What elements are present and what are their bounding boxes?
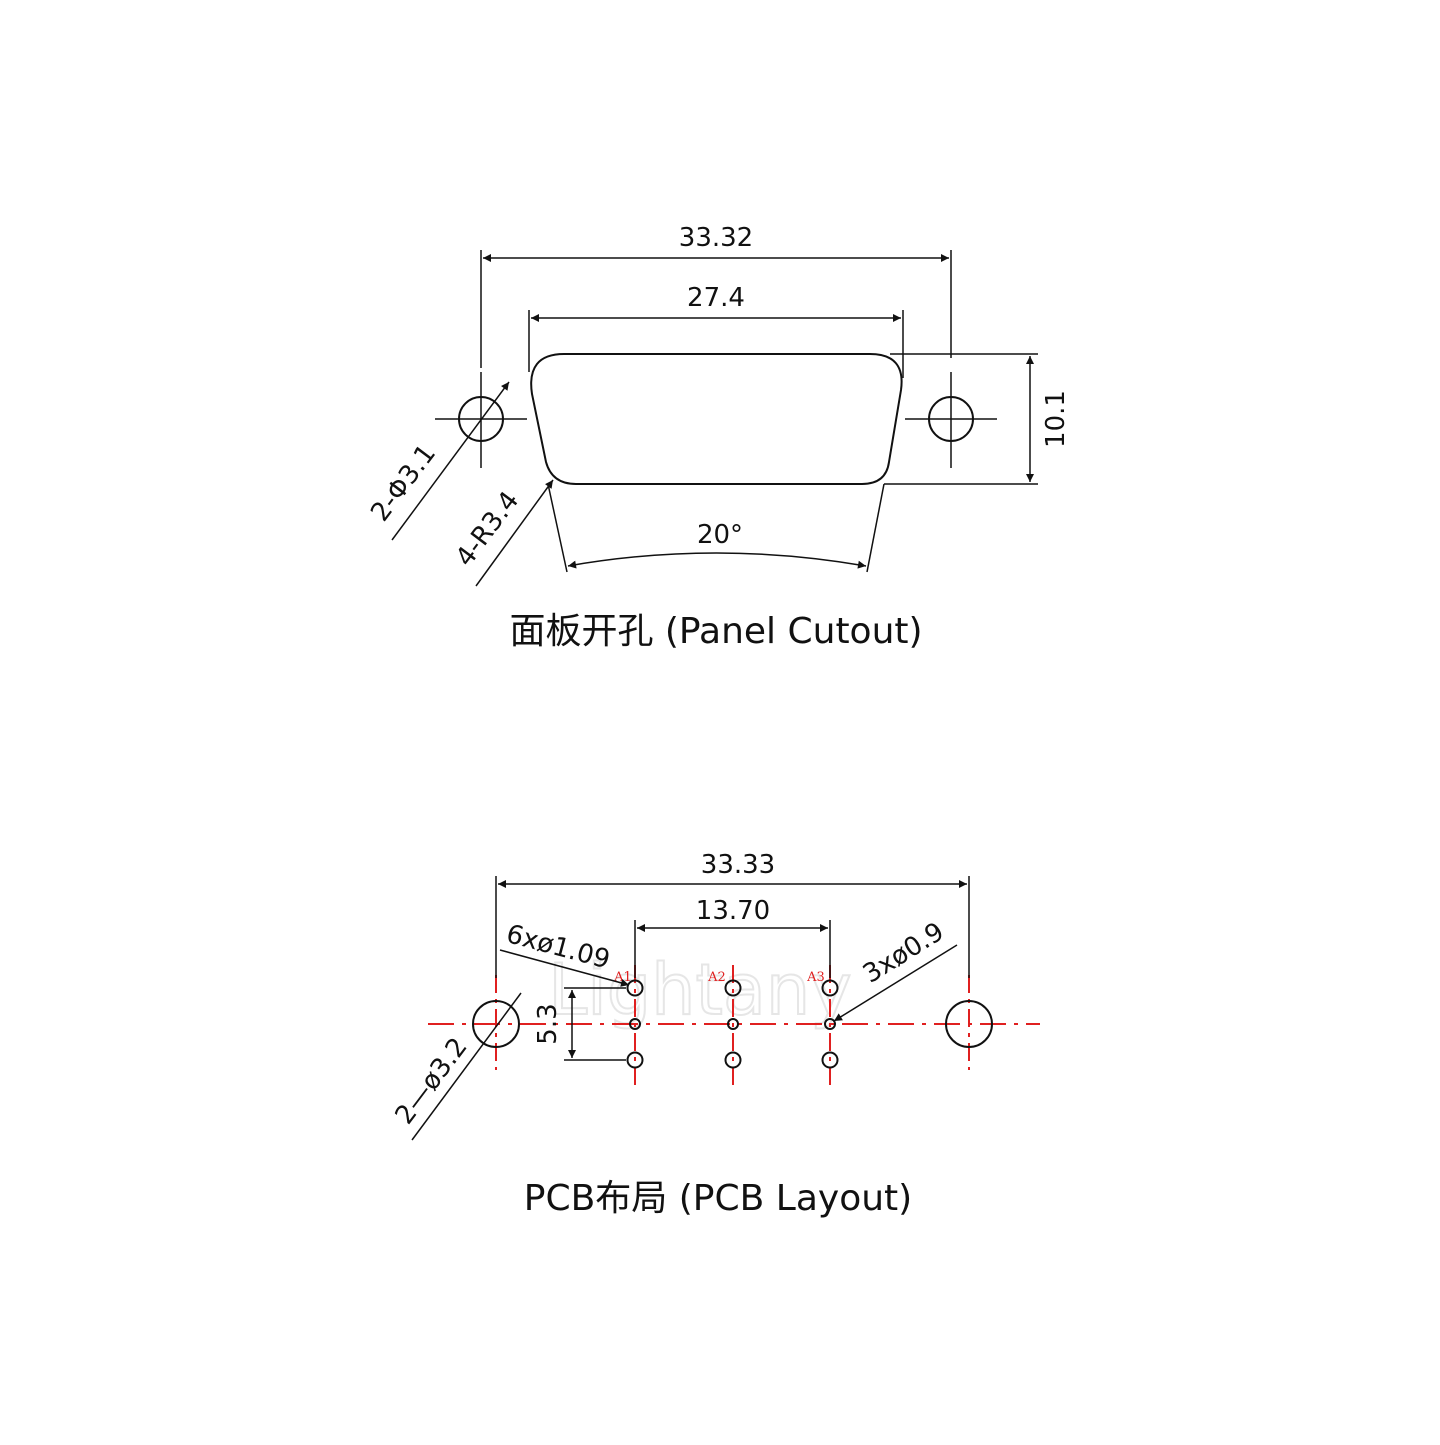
pcb-mounting-hole-right xyxy=(945,1000,993,1048)
panel-angle-ext-left xyxy=(547,483,568,573)
pin-label-a2: A2 xyxy=(707,970,726,985)
pcb-dim-overall-label: 33.33 xyxy=(701,850,775,880)
pcb-center-pins-leader xyxy=(833,944,958,1022)
panel-dim-overall-label: 33.32 xyxy=(679,223,753,253)
panel-radius-leader xyxy=(475,479,554,587)
panel-dim-radius-label: 4-R3.4 xyxy=(450,486,525,572)
pin-label-a3: A3 xyxy=(806,970,825,985)
pcb-holes-leader xyxy=(411,992,522,1141)
pcb-caption: PCB布局 (PCB Layout) xyxy=(524,1178,912,1219)
panel-angle-arc xyxy=(567,552,867,569)
pcb-mounting-hole-left xyxy=(472,1000,520,1048)
panel-hole-leader xyxy=(391,381,510,541)
pcb-pin-a1-top xyxy=(626,979,644,997)
pcb-pin-bottom-3 xyxy=(821,1051,839,1069)
dsub-shell-outline xyxy=(530,353,903,485)
pcb-pins-leader xyxy=(499,949,630,987)
pcb-pin-a2-top xyxy=(724,979,742,997)
pcb-pin-center-1 xyxy=(629,1018,641,1030)
panel-cutout-view: 33.32 27.4 10.1 2-Φ3.1 4-R3.4 20° 面板开孔 (… xyxy=(365,223,1071,652)
pcb-pin-center-2 xyxy=(727,1018,739,1030)
pcb-pin-bottom-2 xyxy=(724,1051,742,1069)
pcb-pin-bottom-1 xyxy=(626,1051,644,1069)
panel-dim-holes-label: 2-Φ3.1 xyxy=(365,439,442,527)
panel-dim-shell-label: 27.4 xyxy=(687,283,745,313)
pcb-dim-pitch-label: 13.70 xyxy=(696,896,770,926)
pcb-pin-a3-top xyxy=(821,979,839,997)
pcb-dim-holes-label: 2—ø3.2 xyxy=(390,1032,474,1130)
panel-dim-height-label: 10.1 xyxy=(1041,390,1071,448)
pcb-dim-row-label: 5.3 xyxy=(533,1003,563,1044)
panel-dim-angle-label: 20° xyxy=(697,520,743,550)
panel-angle-ext-right xyxy=(866,483,885,573)
pcb-layout-view: Lightany A1 A2 A3 33.33 xyxy=(390,850,1040,1219)
pcb-pin-center-3 xyxy=(824,1018,836,1030)
watermark: Lightany xyxy=(548,949,851,1031)
panel-caption: 面板开孔 (Panel Cutout) xyxy=(509,611,922,652)
